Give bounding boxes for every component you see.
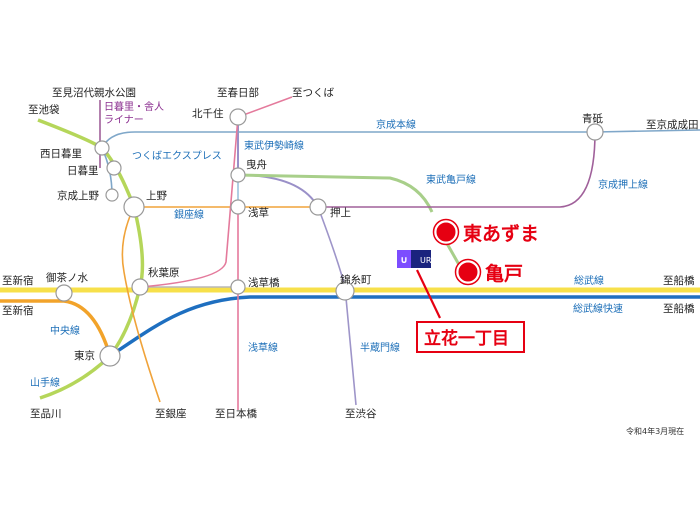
station-label-keisei-ueno: 京成上野 [57,189,99,202]
label-kameido: 亀戸 [485,263,523,285]
station-tokyo[interactable] [99,345,121,367]
ur-logo: ∪ UR [397,250,432,268]
hanzomon-line [317,206,357,406]
dest-minumadai: 至見沼代親水公園 [52,86,136,99]
line-tsukuba-express: つくばエクスプレス [132,150,222,162]
line-asakusa: 浅草線 [248,341,278,354]
station-higashi-azuma[interactable] [433,219,459,245]
hibiya-line [140,117,239,288]
line-yamanote: 山手線 [30,376,60,389]
station-label-kinshicho: 錦糸町 [340,273,372,286]
station-label-kitasenju: 北千住 [192,107,224,120]
station-nishi-nippori[interactable] [94,140,110,156]
dest-tsukuba: 至つくば [292,87,334,99]
station-label-oshiage: 押上 [330,206,351,219]
line-chuo: 中央線 [50,324,80,337]
dest-kasukabe: 至春日部 [217,86,259,99]
dest-ikebukuro: 至池袋 [28,103,60,116]
dest-keisei-narita: 至京成成田 [646,118,699,131]
label-property: 立花一丁目 [424,328,509,349]
station-aoto[interactable] [586,123,604,141]
station-asakusabashi[interactable] [230,279,246,295]
dest-funabashi-1: 至船橋 [663,274,695,287]
station-label-ochanomizu: 御茶ノ水 [46,271,88,284]
station-label-asakusa: 浅草 [248,206,269,219]
keisei-oshiage-line [318,131,596,208]
station-label-akihabara: 秋葉原 [148,266,180,279]
tsukuba-express-line [139,96,293,288]
line-tobu-skytree: 東武伊勢崎線 [244,139,304,152]
station-label-nippori: 日暮里 [67,164,99,177]
station-hikifune[interactable] [230,167,246,183]
line-keisei-main: 京成本線 [376,118,416,131]
label-higashi-azuma: 東あずま [463,222,539,245]
station-asakusa[interactable] [230,199,246,215]
keisei-main-line [101,129,700,149]
station-ochanomizu[interactable] [55,284,73,302]
station-label-ueno: 上野 [146,190,167,202]
dest-nihonbashi: 至日本橋 [215,407,257,420]
dest-shinjuku-sobu: 至新宿 [2,274,34,287]
line-sobu-rapid: 総武線快速 [573,302,623,315]
station-oshiage[interactable] [309,198,327,216]
dest-ginza: 至銀座 [155,407,187,420]
station-label-tokyo: 東京 [74,349,95,362]
station-label-aoto: 青砥 [582,112,603,125]
ur-logo-text: UR [420,256,432,265]
station-kameido[interactable] [455,259,481,285]
dest-shibuya: 至渋谷 [345,407,377,420]
dest-shinjuku-chuo: 至新宿 [2,304,34,317]
station-kinshicho[interactable] [335,281,355,301]
as-of-note: 令和4年3月現在 [626,426,684,436]
station-higashi-azuma-ring [432,218,460,246]
dest-funabashi-2: 至船橋 [663,302,695,315]
station-label-asakusabashi: 浅草橋 [248,276,280,289]
station-ueno[interactable] [123,196,145,218]
ginza-subway-line [121,206,318,403]
line-nippori-toneri-2: ライナー [104,114,144,126]
property-pointer [416,269,441,319]
line-tobu-kameido: 東武亀戸線 [426,173,476,186]
station-kitasenju[interactable] [229,108,247,126]
line-ginza: 銀座線 [174,208,204,221]
line-nippori-toneri-1: 日暮里・舎人 [104,100,164,113]
svg-text:∪: ∪ [400,255,408,266]
station-nippori[interactable] [106,160,122,176]
station-keisei-ueno[interactable] [105,188,119,202]
line-sobu: 総武線 [574,274,604,287]
station-akihabara[interactable] [131,278,149,296]
sobu-rapid-line [109,295,700,358]
station-kameido-ring [454,258,482,286]
line-hanzomon: 半蔵門線 [360,341,400,354]
line-keisei-oshiage: 京成押上線 [598,178,648,191]
station-label-nishi-nippori: 西日暮里 [40,147,82,160]
property-label-box [416,321,525,353]
dest-shinagawa: 至品川 [30,408,62,420]
station-label-hikifune: 曳舟 [246,158,267,171]
